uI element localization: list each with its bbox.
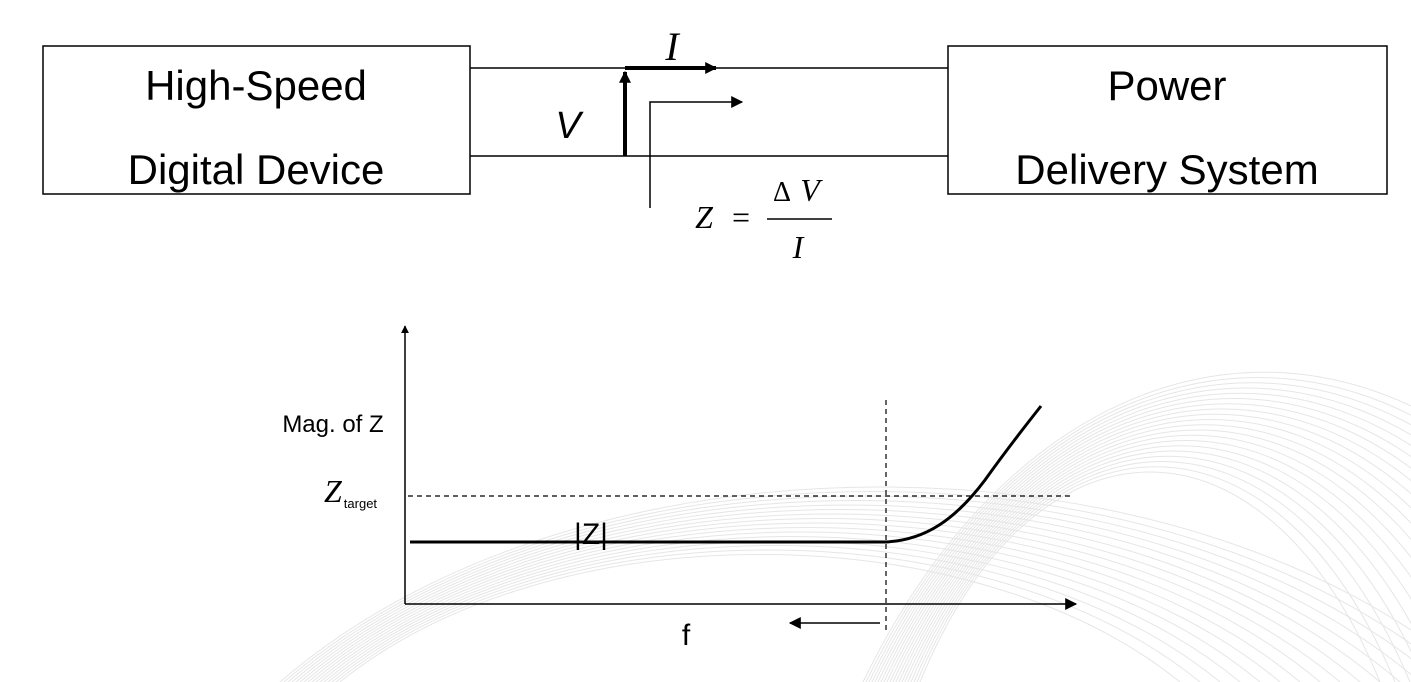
background-wave-line (895, 429, 1411, 682)
impedance-curve-label: |Z| (574, 518, 608, 551)
background-wave-line (303, 513, 1361, 682)
background-wave-line (299, 509, 1381, 682)
background-wave-line (291, 500, 1411, 682)
voltage-label: V (555, 105, 584, 147)
background-wave-line (279, 486, 1411, 682)
background-wave-line (327, 540, 1241, 682)
background-wave-line (868, 382, 1411, 682)
formula-denominator-i: I (792, 229, 805, 265)
target-impedance-symbol: Z (324, 473, 343, 509)
background-wave-line (323, 536, 1261, 682)
formula-z-symbol: Z (695, 199, 714, 235)
background-wave-line (335, 549, 1201, 682)
background-wave-line (865, 377, 1411, 682)
digital-device-box (42, 45, 471, 195)
background-wave-line (295, 504, 1401, 682)
background-wave-line (904, 445, 1411, 682)
digital-device-label-line2: Digital Device (128, 146, 385, 193)
background-wave-line (889, 419, 1411, 682)
digital-device-label-line1: High-Speed (145, 62, 367, 109)
power-delivery-label-line2: Delivery System (1015, 146, 1318, 193)
background-wave-line (898, 434, 1411, 682)
background-wave-pattern (279, 371, 1411, 682)
formula-equals: = (732, 199, 750, 235)
background-wave-line (307, 518, 1341, 682)
background-wave-line (880, 403, 1411, 682)
background-wave-line (883, 408, 1411, 682)
background-wave-line (283, 491, 1411, 682)
background-wave-line (319, 531, 1281, 682)
background-wave-line (916, 466, 1396, 682)
background-wave-line (339, 554, 1181, 682)
background-wave-line (862, 371, 1411, 682)
graph-x-axis-label: f (682, 619, 691, 652)
power-delivery-label-line1: Power (1107, 62, 1226, 109)
background-wave-line (910, 455, 1411, 682)
current-label: I (664, 24, 680, 69)
background-wave-line (919, 471, 1381, 682)
power-delivery-system-box (947, 45, 1388, 195)
background-wave-line (877, 398, 1411, 682)
impedance-curve (410, 405, 1043, 544)
graph-y-axis-label: Mag. of Z (282, 411, 383, 438)
background-wave-line (886, 413, 1411, 682)
background-wave-line (287, 495, 1411, 682)
background-wave-line (901, 440, 1411, 682)
background-wave-line (913, 461, 1411, 682)
target-impedance-subscript: target (344, 496, 378, 511)
background-wave-line (311, 522, 1321, 682)
background-wave-line (871, 387, 1411, 682)
background-wave-line (331, 545, 1221, 682)
formula-delta: Δ (773, 177, 791, 208)
formula-numerator-v: V (800, 172, 823, 208)
background-wave-line (874, 392, 1411, 682)
impedance-reference-arrow (649, 96, 744, 208)
